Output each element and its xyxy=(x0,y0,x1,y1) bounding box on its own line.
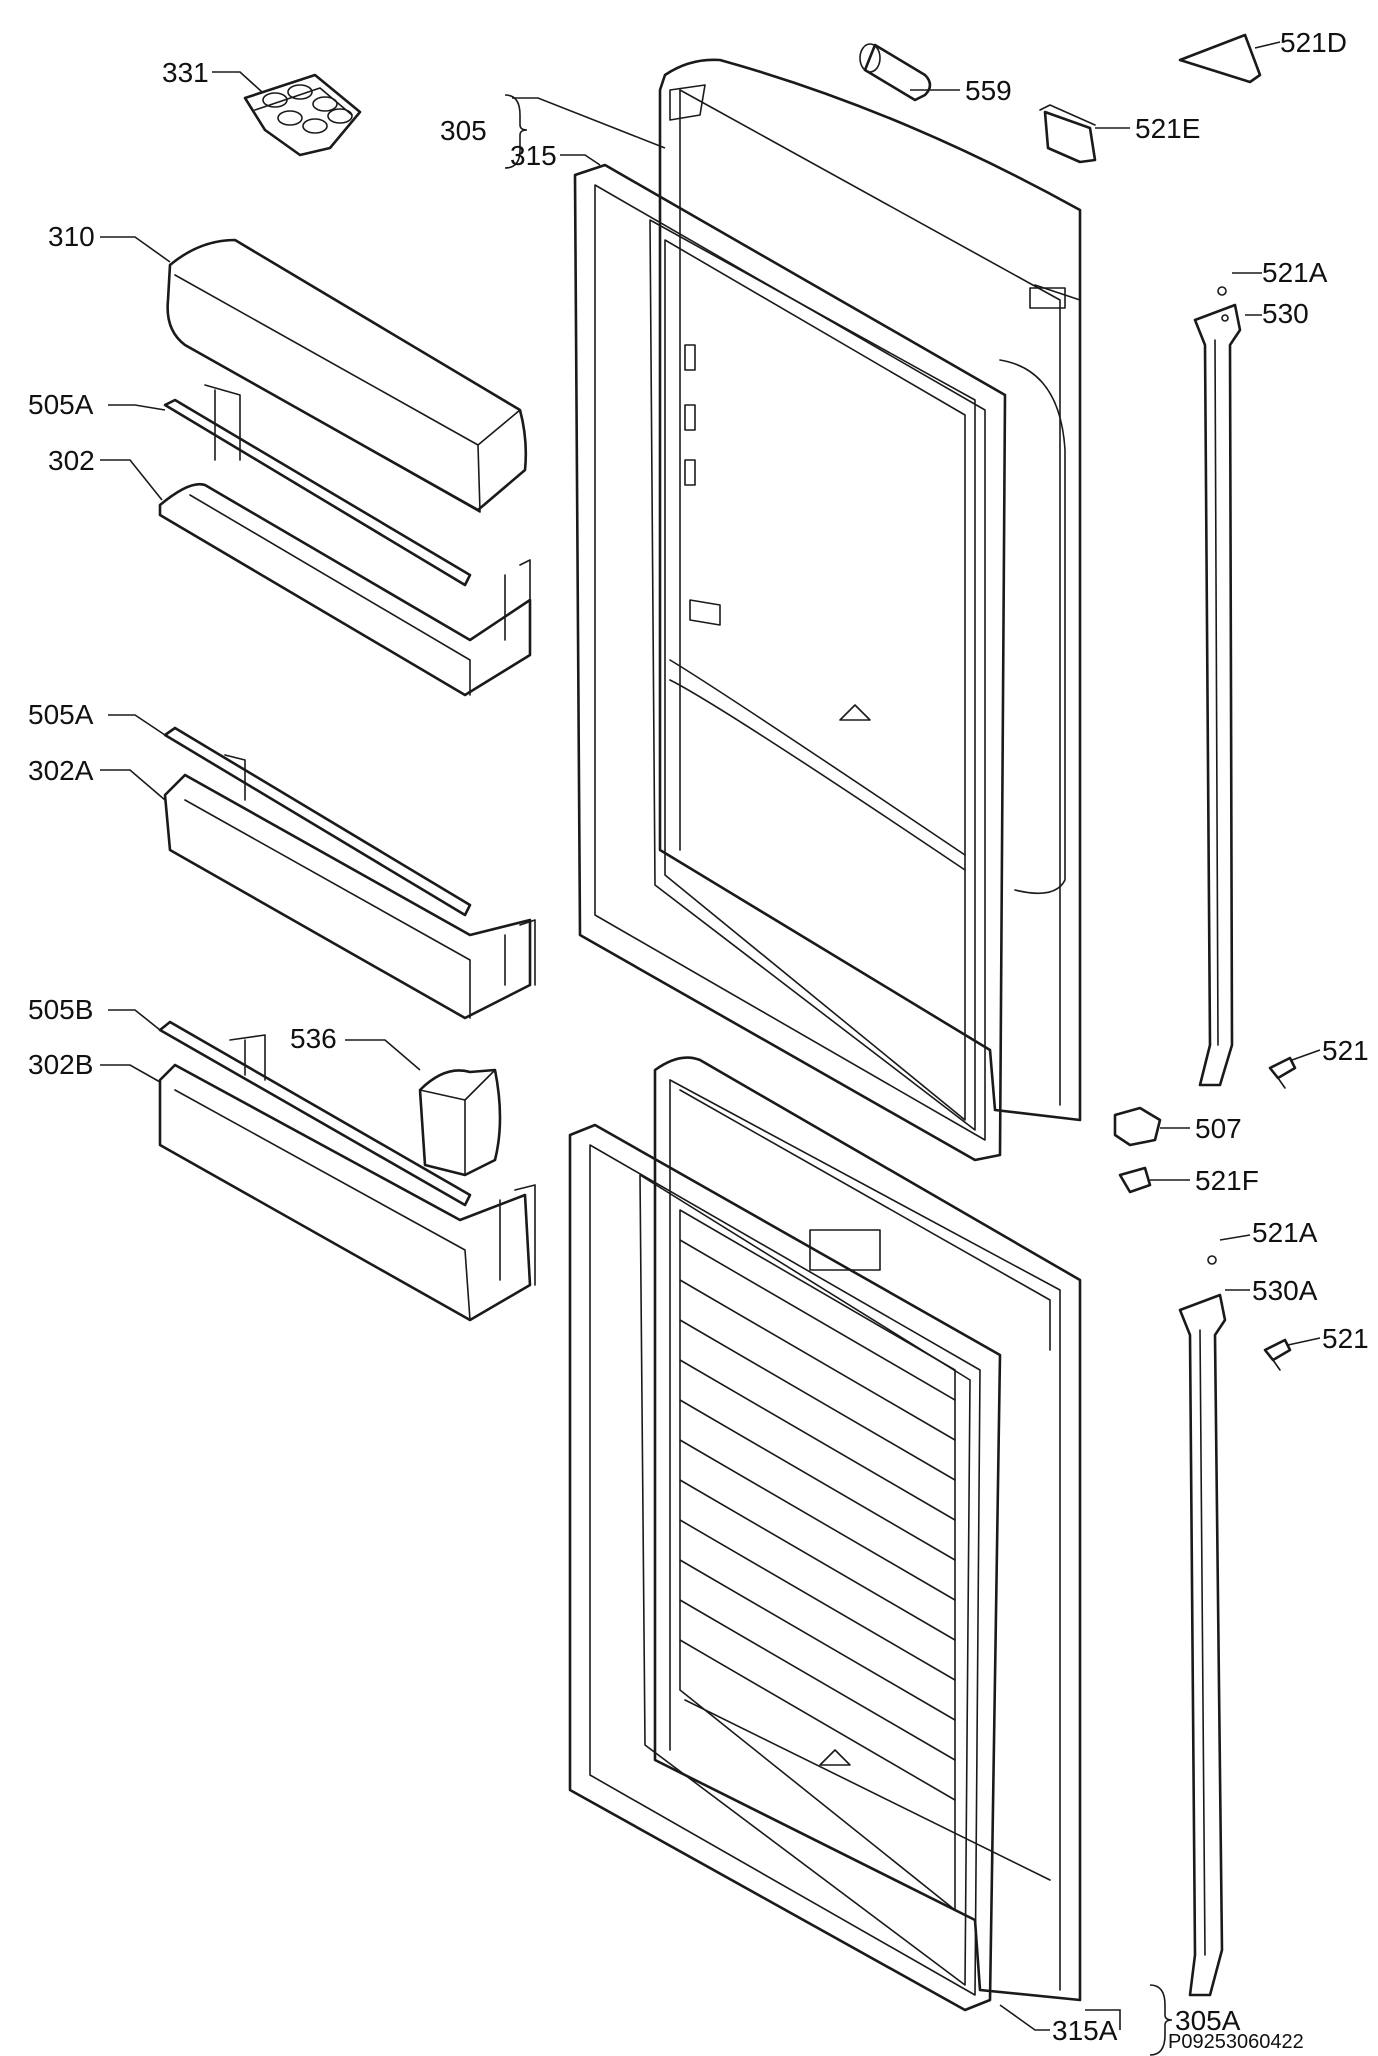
divider-536-part xyxy=(418,1068,502,1177)
lower-door-outer-part xyxy=(653,1056,1082,2002)
leader-lines xyxy=(100,41,1321,2056)
door-shelf-302-part xyxy=(158,384,532,697)
label-505a-first: 505A xyxy=(28,389,94,420)
cover-lid-part xyxy=(166,238,528,513)
part-507 xyxy=(1113,1106,1162,1147)
egg-tray-part xyxy=(243,73,362,157)
label-305: 305 xyxy=(440,115,487,146)
label-315a: 315A xyxy=(1052,2015,1118,2046)
part-521e xyxy=(1039,104,1097,164)
label-536: 536 xyxy=(290,1023,337,1054)
drawing-code: P09253060422 xyxy=(1168,2031,1304,2053)
label-530: 530 xyxy=(1262,298,1309,329)
part-559 xyxy=(859,43,932,102)
label-505b: 505B xyxy=(28,994,93,1025)
part-521f xyxy=(1118,1166,1152,1194)
door-shelf-302a-part xyxy=(163,726,536,1020)
part-521d xyxy=(1178,33,1262,84)
label-521-lower: 521 xyxy=(1322,1323,1369,1354)
label-521d: 521D xyxy=(1280,27,1347,58)
label-305a: 305A xyxy=(1175,2005,1241,2036)
screw-521-part xyxy=(1268,1056,1297,1089)
label-310: 310 xyxy=(48,221,95,252)
label-315: 315 xyxy=(510,140,557,171)
label-505a-second: 505A xyxy=(28,699,94,730)
label-331: 331 xyxy=(162,57,209,88)
lower-door-gasket-part xyxy=(568,1123,1002,2012)
upper-door-gasket-part xyxy=(573,163,1066,1162)
label-530a: 530A xyxy=(1252,1275,1318,1306)
label-521f: 521F xyxy=(1195,1165,1259,1196)
label-521-upper: 521 xyxy=(1322,1035,1369,1066)
label-559: 559 xyxy=(965,75,1012,106)
label-507: 507 xyxy=(1195,1113,1242,1144)
label-302a: 302A xyxy=(28,755,94,786)
hinge-bar-530a-part xyxy=(1178,1255,1227,1997)
label-521a-upper: 521A xyxy=(1262,257,1328,288)
upper-door-outer-part xyxy=(658,58,1082,1122)
label-302: 302 xyxy=(48,445,95,476)
label-521a-lower: 521A xyxy=(1252,1217,1318,1248)
hinge-bar-530-part xyxy=(1193,286,1242,1087)
screw-521b-part xyxy=(1263,1338,1292,1371)
label-302b: 302B xyxy=(28,1049,93,1080)
door-shelf-302b-part xyxy=(158,1020,536,1322)
label-521e: 521E xyxy=(1135,113,1200,144)
